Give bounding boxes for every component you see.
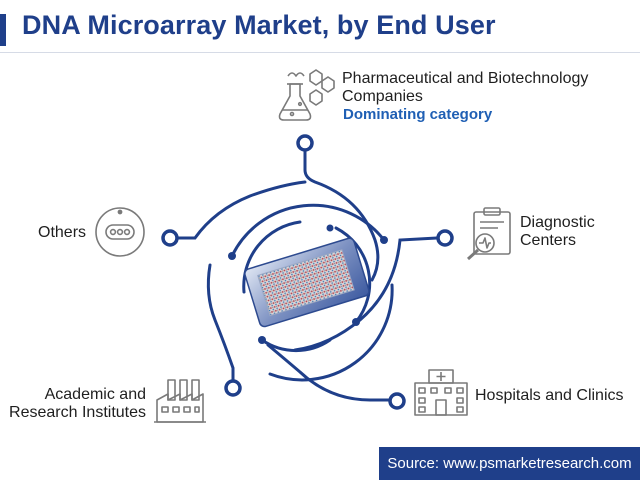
label-pharma-line1: Pharmaceutical and Biotechnology (342, 70, 588, 88)
label-diagnostic-line2: Centers (520, 232, 576, 250)
label-pharma-line2: Companies (342, 88, 423, 106)
clipboard-magnifier-icon (468, 208, 510, 259)
label-diagnostic-line1: Diagnostic (520, 214, 595, 232)
node-academic (226, 381, 240, 395)
more-dots-icon (96, 208, 144, 256)
label-hospitals: Hospitals and Clinics (475, 387, 624, 405)
node-diagnostic (438, 231, 452, 245)
source-footer: Source: www.psmarketresearch.com (379, 447, 640, 480)
connector-academic (208, 265, 233, 380)
microarray-chip-image (244, 237, 371, 328)
ring-dot (228, 252, 236, 260)
label-others: Others (38, 224, 86, 242)
factory-institute-icon (154, 380, 206, 422)
ring-dot (258, 336, 266, 344)
ring-dot (327, 225, 334, 232)
label-academic-line2: Research Institutes (9, 404, 146, 422)
flask-molecule-icon (280, 70, 335, 120)
ring-dot (352, 318, 360, 326)
hospital-building-icon (415, 370, 467, 415)
node-others (163, 231, 177, 245)
ring-dot (380, 236, 388, 244)
dominating-category-tag: Dominating category (343, 106, 492, 123)
label-academic-line1: Academic and (45, 386, 146, 404)
connector-hospitals (268, 345, 390, 400)
node-hospitals (390, 394, 404, 408)
node-pharma (298, 136, 312, 150)
